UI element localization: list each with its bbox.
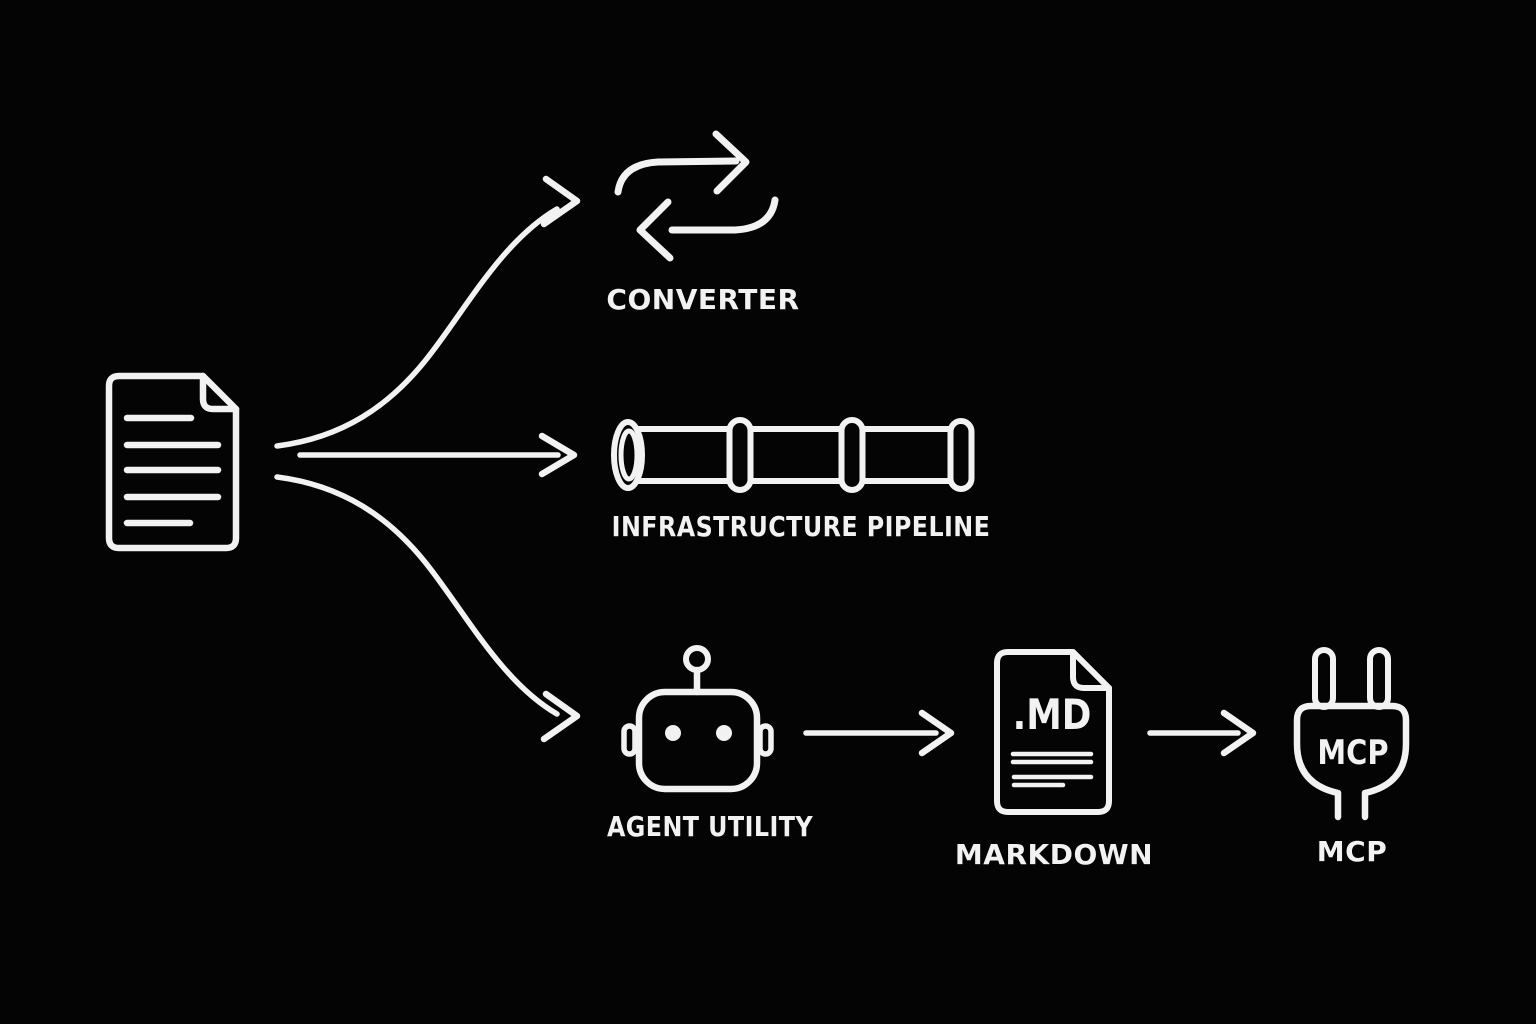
- document-icon: [105, 372, 240, 552]
- markdown-file-icon: [994, 649, 1112, 815]
- arrow-agent-to-markdown: [803, 709, 955, 757]
- plug-icon: [1293, 647, 1410, 821]
- swap-arrows-icon: [614, 130, 779, 262]
- arrow-source-to-pipeline: [297, 432, 578, 478]
- robot-left-eye: [665, 725, 681, 741]
- arrow-source-to-converter: [274, 175, 581, 449]
- robot-right-eye: [716, 725, 732, 741]
- converter-label: CONVERTER: [606, 283, 800, 316]
- plug-badge: MCP: [1317, 733, 1389, 773]
- arrow-source-to-agent: [274, 474, 581, 743]
- mcp-label: MCP: [1316, 835, 1388, 868]
- agent-label: AGENT UTILITY: [606, 810, 814, 843]
- arrow-markdown-to-mcp: [1147, 709, 1257, 757]
- pipeline-label: INFRASTRUCTURE PIPELINE: [611, 510, 991, 543]
- pipe-icon: [611, 417, 975, 493]
- md-file-extension: .MD: [1012, 690, 1092, 739]
- markdown-label: MARKDOWN: [954, 838, 1154, 871]
- robot-icon: [621, 645, 774, 793]
